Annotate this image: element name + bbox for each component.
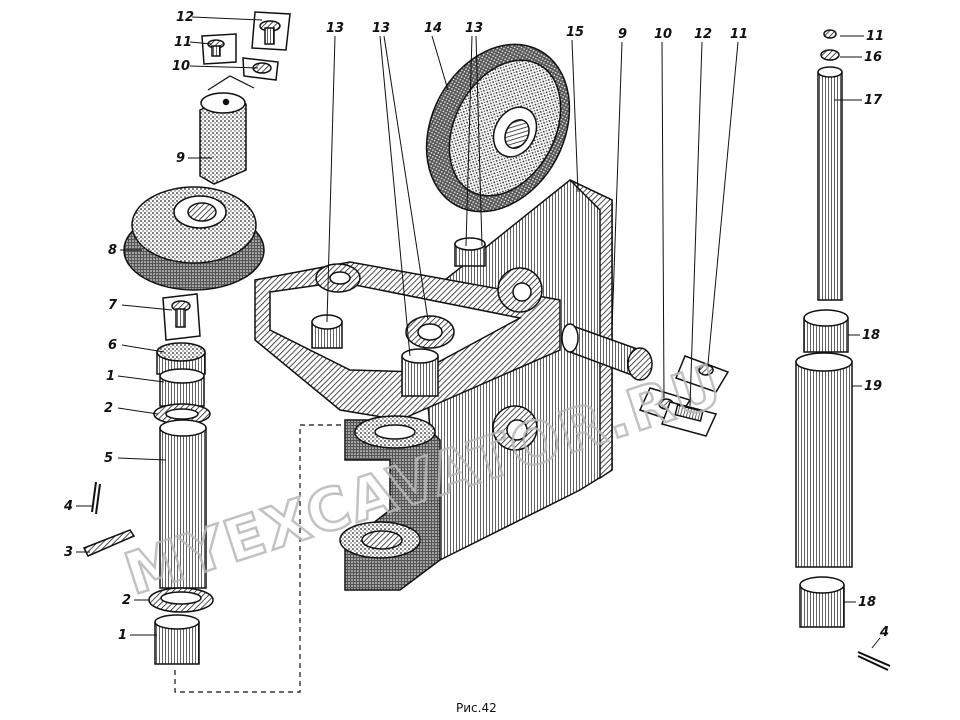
callout-18-lower: 18 xyxy=(858,595,876,610)
callout-19: 19 xyxy=(864,379,882,394)
callout-4-right: 4 xyxy=(879,625,889,640)
pin-3 xyxy=(82,529,136,557)
leader-line xyxy=(207,75,255,91)
callout-10-right: 10 xyxy=(654,27,672,42)
assembly-connection-line xyxy=(174,424,345,693)
callout-7: 7 xyxy=(108,298,118,313)
bolt-11-right-icon xyxy=(698,364,714,376)
bolt-7-icon xyxy=(171,300,191,328)
washer-2-upper-hole xyxy=(165,408,199,420)
callout-9-right: 9 xyxy=(618,27,627,42)
callout-4-left: 4 xyxy=(63,499,73,514)
shaft-17 xyxy=(817,66,843,301)
callout-10-top: 10 xyxy=(172,59,190,74)
left-pulley-assembly xyxy=(82,11,291,665)
bolt-11-icon xyxy=(207,39,225,57)
callout-18-upper: 18 xyxy=(862,328,880,343)
callout-5: 5 xyxy=(104,451,113,466)
pin-9 xyxy=(199,92,247,185)
washer-16 xyxy=(820,49,840,61)
callout-labels: 12 11 10 9 8 7 6 1 2 5 4 3 2 1 13 13 14 … xyxy=(63,10,889,643)
callout-9-left: 9 xyxy=(176,151,185,166)
callout-2-upper: 2 xyxy=(104,401,113,416)
callout-3: 3 xyxy=(64,545,73,560)
callout-11-right: 11 xyxy=(730,27,748,42)
callout-1-upper: 1 xyxy=(106,369,115,384)
callout-17: 17 xyxy=(864,93,883,108)
callout-12-top: 12 xyxy=(176,10,194,25)
callout-11-top: 11 xyxy=(174,35,192,50)
boss-right-hole xyxy=(512,282,532,302)
callout-leaders xyxy=(76,16,881,649)
plate-boss-hole xyxy=(506,419,528,441)
cotter-pin-4-right xyxy=(857,651,891,671)
bracket-upper-hole xyxy=(374,424,416,440)
tube-19 xyxy=(795,352,853,568)
axle-5 xyxy=(159,419,207,589)
bushing-13-upper xyxy=(454,237,486,267)
callout-15: 15 xyxy=(566,25,584,40)
gear-14 xyxy=(425,43,571,213)
callout-16: 16 xyxy=(864,50,882,65)
callout-6: 6 xyxy=(108,338,117,353)
callout-13-a: 13 xyxy=(326,21,344,36)
boss-upper-left-hole xyxy=(329,271,351,285)
cotter-pin-4-left xyxy=(91,481,101,515)
bushing-18-lower xyxy=(799,576,845,628)
pulley-8 xyxy=(123,186,265,291)
callout-2-lower: 2 xyxy=(122,593,131,608)
callout-8: 8 xyxy=(108,243,117,258)
bolt-12-right-icon xyxy=(674,404,704,422)
callout-13-b: 13 xyxy=(372,21,390,36)
bushing-18-upper xyxy=(803,309,849,353)
callout-12-right: 12 xyxy=(694,27,712,42)
bolt-11-top-icon xyxy=(823,29,837,39)
bracket-lower-hole xyxy=(361,530,403,550)
bushing-13-center xyxy=(401,315,455,397)
bolt-12-icon xyxy=(259,20,281,45)
figure-caption: Рис.42 xyxy=(456,701,497,715)
bushing-1-upper xyxy=(159,368,205,407)
callout-14: 14 xyxy=(424,21,442,36)
washer-2-lower-hole xyxy=(160,591,202,605)
bushing-1-lower xyxy=(154,614,200,665)
shaft-9-right xyxy=(561,323,653,381)
plate-15-edge xyxy=(569,179,613,480)
callout-13-c: 13 xyxy=(465,21,483,36)
main-frame-assembly xyxy=(254,43,730,591)
callout-1-lower: 1 xyxy=(118,628,127,643)
callout-11-top-right: 11 xyxy=(866,29,884,44)
right-shaft-assembly xyxy=(795,29,891,671)
